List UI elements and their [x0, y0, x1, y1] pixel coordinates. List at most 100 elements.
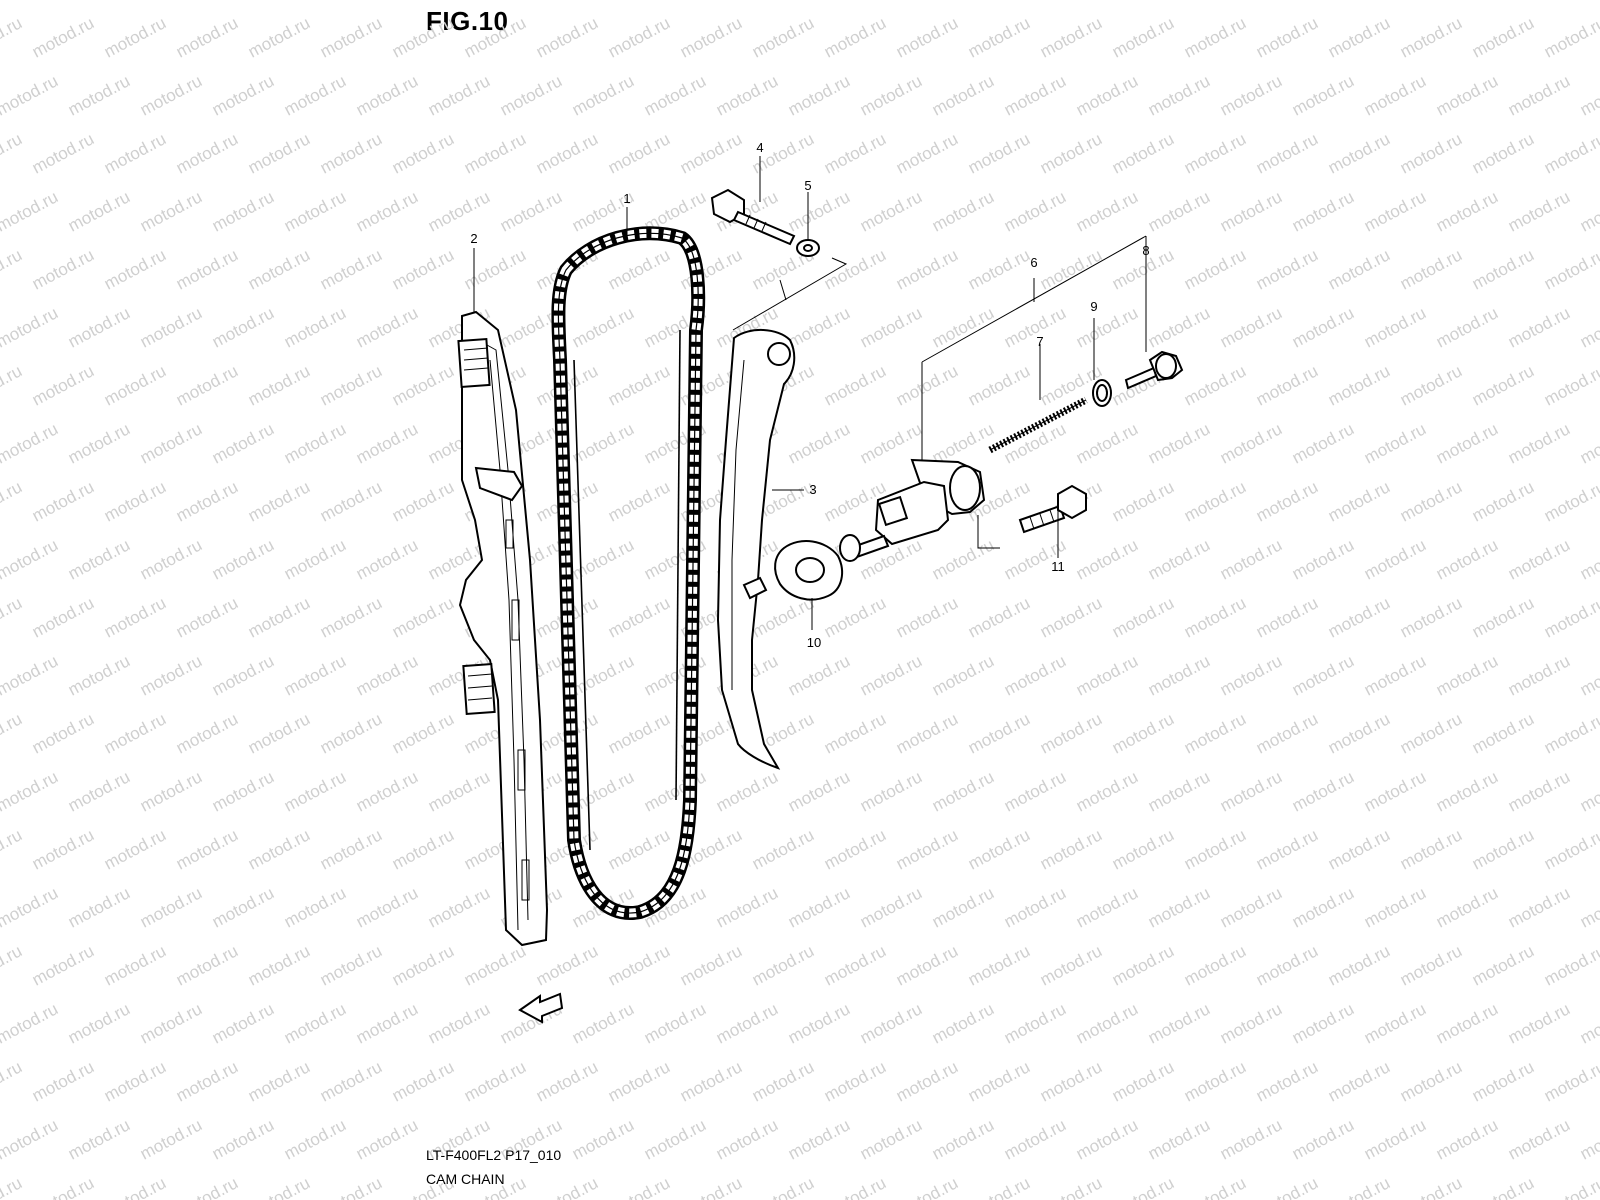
watermark-text: motod.ru [677, 13, 745, 61]
watermark-text: motod.ru [1037, 129, 1105, 177]
watermark-text: motod.ru [0, 1173, 25, 1200]
watermark-text: motod.ru [1037, 13, 1105, 61]
watermark-text: motod.ru [0, 1057, 25, 1105]
callout-6: 6 [1030, 255, 1037, 270]
watermark-text: motod.ru [281, 303, 349, 351]
watermark-text: motod.ru [1073, 883, 1141, 931]
watermark-text: motod.ru [101, 477, 169, 525]
watermark-text: motod.ru [821, 1057, 889, 1105]
watermark-text: motod.ru [1361, 187, 1429, 235]
watermark-text: motod.ru [29, 709, 97, 757]
watermark-text: motod.ru [1541, 477, 1600, 525]
callout-3: 3 [809, 482, 816, 497]
watermark-text: motod.ru [713, 0, 781, 4]
watermark-text: motod.ru [209, 883, 277, 931]
watermark-text: motod.ru [821, 129, 889, 177]
watermark-text: motod.ru [785, 303, 853, 351]
watermark-text: motod.ru [1433, 71, 1501, 119]
watermark-text: motod.ru [1181, 129, 1249, 177]
cap-bolt-no8[interactable] [1124, 350, 1184, 390]
watermark-text: motod.ru [1253, 709, 1321, 757]
watermark-text: motod.ru [101, 1057, 169, 1105]
watermark-text: motod.ru [317, 593, 385, 641]
watermark-text: motod.ru [0, 1115, 61, 1163]
watermark-text: motod.ru [1253, 245, 1321, 293]
watermark-text: motod.ru [1145, 1115, 1213, 1163]
watermark-text: motod.ru [281, 651, 349, 699]
watermark-text: motod.ru [1469, 477, 1537, 525]
watermark-text: motod.ru [1001, 1115, 1069, 1163]
watermark-text: motod.ru [641, 1115, 709, 1163]
watermark-text: motod.ru [749, 13, 817, 61]
watermark-text: motod.ru [173, 477, 241, 525]
watermark-text: motod.ru [1361, 1115, 1429, 1163]
watermark-text: motod.ru [101, 1173, 169, 1200]
chain-guide-no2[interactable] [457, 310, 549, 947]
watermark-text: motod.ru [1541, 1057, 1600, 1105]
watermark-text: motod.ru [1433, 419, 1501, 467]
watermark-text: motod.ru [461, 245, 529, 293]
watermark-text: motod.ru [1577, 71, 1600, 119]
watermark-text: motod.ru [1289, 651, 1357, 699]
watermark-text: motod.ru [1469, 245, 1537, 293]
watermark-text: motod.ru [281, 883, 349, 931]
tensioner-body-no6[interactable] [839, 458, 986, 562]
chain-tensioner-arm-no3[interactable] [716, 328, 796, 770]
watermark-text: motod.ru [1469, 13, 1537, 61]
watermark-text: motod.ru [1109, 1057, 1177, 1105]
cam-chain-no1[interactable] [551, 226, 706, 920]
watermark-text: motod.ru [821, 245, 889, 293]
watermark-text: motod.ru [929, 767, 997, 815]
watermark-text: motod.ru [785, 883, 853, 931]
watermark-text: motod.ru [389, 1057, 457, 1105]
spring-no7[interactable] [988, 396, 1088, 454]
watermark-text: motod.ru [965, 13, 1033, 61]
watermark-text: motod.ru [929, 303, 997, 351]
watermark-text: motod.ru [1433, 187, 1501, 235]
watermark-text: motod.ru [1469, 825, 1537, 873]
watermark-text: motod.ru [1325, 361, 1393, 409]
watermark-text: motod.ru [1397, 593, 1465, 641]
watermark-text: motod.ru [1037, 941, 1105, 989]
watermark-text: motod.ru [641, 767, 709, 815]
watermark-text: motod.ru [137, 71, 205, 119]
watermark-text: motod.ru [29, 477, 97, 525]
watermark-text: motod.ru [1325, 825, 1393, 873]
watermark-text: motod.ru [389, 709, 457, 757]
callout-7: 7 [1036, 334, 1043, 349]
watermark-text: motod.ru [1325, 477, 1393, 525]
bolt-no4[interactable] [710, 188, 796, 246]
gasket-no9[interactable] [1092, 379, 1112, 407]
watermark-text: motod.ru [1433, 883, 1501, 931]
watermark-text: motod.ru [1037, 1057, 1105, 1105]
washer-no5[interactable] [796, 239, 820, 257]
watermark-text: motod.ru [425, 883, 493, 931]
watermark-text: motod.ru [1217, 0, 1285, 4]
watermark-text: motod.ru [281, 187, 349, 235]
watermark-text: motod.ru [1037, 1173, 1105, 1200]
watermark-text: motod.ru [29, 129, 97, 177]
watermark-text: motod.ru [893, 129, 961, 177]
watermark-text: motod.ru [569, 1115, 637, 1163]
figure-name: CAM CHAIN [426, 1171, 505, 1187]
watermark-text: motod.ru [929, 71, 997, 119]
watermark-text: motod.ru [1289, 999, 1357, 1047]
watermark-text: motod.ru [1145, 883, 1213, 931]
watermark-text: motod.ru [1541, 129, 1600, 177]
tensioner-gasket-no10[interactable] [774, 540, 844, 601]
watermark-text: motod.ru [1217, 651, 1285, 699]
watermark-text: motod.ru [497, 0, 565, 4]
watermark-text: motod.ru [1181, 1057, 1249, 1105]
watermark-text: motod.ru [1505, 0, 1573, 4]
watermark-text: motod.ru [1037, 825, 1105, 873]
watermark-text: motod.ru [1073, 651, 1141, 699]
watermark-text: motod.ru [29, 941, 97, 989]
watermark-text: motod.ru [389, 245, 457, 293]
watermark-text: motod.ru [173, 245, 241, 293]
bolt-no11[interactable] [1018, 484, 1087, 534]
watermark-text: motod.ru [1505, 419, 1573, 467]
watermark-text: motod.ru [101, 13, 169, 61]
watermark-text: motod.ru [389, 941, 457, 989]
watermark-text: motod.ru [65, 651, 133, 699]
watermark-text: motod.ru [0, 245, 25, 293]
